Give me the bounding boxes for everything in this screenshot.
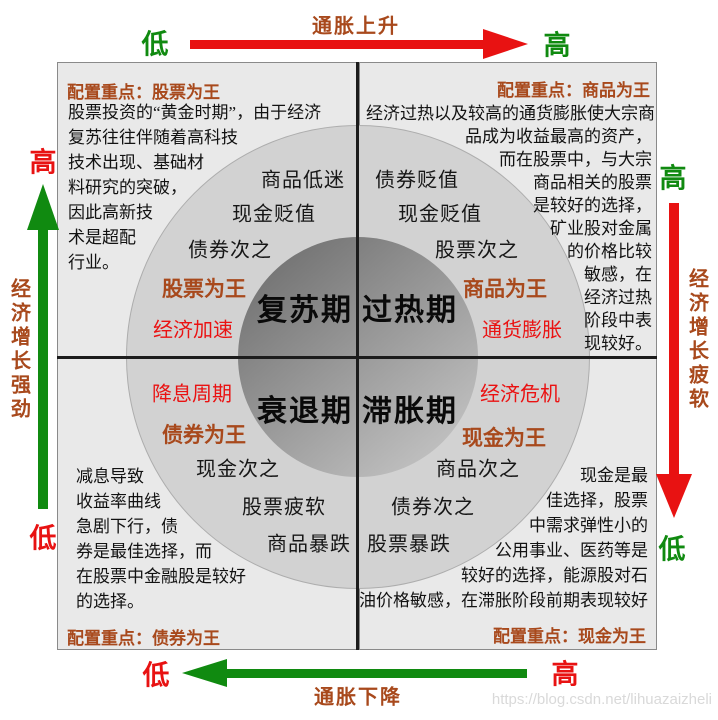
top-axis-high-label: 高: [543, 30, 571, 61]
ring-asset: 债券次之: [188, 239, 272, 262]
right-arrow-head-down-icon: [656, 474, 692, 518]
bottom-axis-caption: 通胀下降: [314, 686, 402, 709]
para-line: 复苏往往伴随着高科技: [68, 128, 238, 147]
para-line: 中需求弹性小的: [529, 516, 648, 535]
watermark-url: https://blog.csdn.net/lihuazaizheli: [491, 691, 712, 708]
heading-commodities-king: 配置重点：商品为王: [497, 81, 650, 100]
para-line: 收益率曲线: [76, 492, 161, 511]
para-line: 技术出现、基础材: [68, 153, 204, 172]
king-asset-label: 股票为王: [162, 278, 246, 301]
right-axis-caption: 经济增长疲软: [685, 268, 708, 412]
para-line: 现金是最: [580, 466, 648, 485]
para-line: 在股票中金融股是较好: [76, 567, 246, 586]
para-line: 经济过热以及较高的通货膨胀使大宗商: [366, 104, 655, 123]
heading-cash-king: 配置重点：现金为王: [493, 627, 646, 646]
king-asset-label: 商品为王: [463, 278, 547, 301]
para-line: 品成为收益最高的资产，: [465, 127, 652, 146]
ring-asset: 股票次之: [435, 239, 519, 262]
para-line: 阶段中表: [584, 311, 652, 330]
bottom-axis-low-label: 低: [142, 660, 170, 691]
ring-asset: 商品暴跌: [267, 533, 351, 556]
para-line: 佳选择，股票: [546, 491, 648, 510]
driver-label: 经济危机: [480, 383, 560, 406]
king-asset-label: 现金为王: [462, 427, 546, 450]
driver-label: 降息周期: [152, 383, 232, 406]
para-line: 券是最佳选择，而: [76, 542, 212, 561]
ring-asset: 商品次之: [436, 458, 520, 481]
right-axis-low-label: 低: [658, 534, 686, 565]
para-line: 的选择。: [76, 592, 144, 611]
para-line: 因此高新技: [68, 203, 153, 222]
phase-recession: 衰退期: [257, 395, 353, 428]
phase-stagflation: 滞胀期: [362, 395, 458, 428]
driver-label: 通货膨胀: [482, 319, 562, 342]
para-line: 现较好。: [584, 334, 652, 353]
bottom-axis-high-label: 高: [551, 659, 579, 690]
bottom-arrow-shaft: [227, 669, 527, 678]
top-arrow-head-right-icon: [483, 29, 528, 59]
phase-overheat: 过热期: [362, 294, 458, 327]
para-line: 矿业股对金属: [550, 219, 652, 238]
para-line: 是较好的选择，: [533, 196, 652, 215]
bottom-arrow-head-left-icon: [182, 659, 227, 687]
ring-asset: 债券贬值: [375, 169, 459, 192]
ring-asset: 商品低迷: [261, 169, 345, 192]
top-axis-caption: 通胀上升: [312, 15, 400, 38]
ring-asset: 股票疲软: [242, 496, 326, 519]
top-axis-low-label: 低: [141, 29, 169, 60]
left-axis-caption: 经济增长强劲: [7, 278, 30, 422]
king-asset-label: 债券为王: [162, 424, 246, 447]
para-line: 经济过热: [584, 288, 652, 307]
ring-asset: 债券次之: [391, 496, 475, 519]
left-axis-high-label: 高: [29, 147, 57, 178]
ring-asset: 现金贬值: [398, 203, 482, 226]
para-line: 敏感，在: [584, 265, 652, 284]
para-line: 商品相关的股票: [533, 173, 652, 192]
horizontal-divider-line: [57, 356, 657, 359]
right-axis-high-label: 高: [659, 163, 687, 194]
left-arrow-head-up-icon: [27, 184, 59, 230]
ring-asset: 现金次之: [196, 458, 280, 481]
phase-recovery: 复苏期: [257, 294, 353, 327]
para-line: 减息导致: [76, 467, 144, 486]
para-line: 急剧下行，债: [76, 517, 178, 536]
driver-label: 经济加速: [153, 319, 233, 342]
para-line: 术是超配: [68, 228, 136, 247]
para-line: 公用事业、医药等是: [495, 541, 648, 560]
ring-asset: 现金贬值: [232, 203, 316, 226]
heading-bonds-king: 配置重点：债券为王: [67, 629, 220, 648]
right-arrow-shaft: [669, 203, 679, 475]
top-arrow-shaft: [190, 40, 485, 49]
left-arrow-shaft: [38, 229, 48, 509]
para-line: 而在股票中，与大宗: [499, 150, 652, 169]
para-line: 料研究的突破，: [68, 178, 187, 197]
para-line: 股票投资的“黄金时期”，由于经济: [68, 103, 322, 122]
para-line: 的价格比较: [567, 242, 652, 261]
left-axis-low-label: 低: [29, 523, 57, 554]
para-line: 行业。: [68, 253, 119, 272]
ring-asset: 股票暴跌: [367, 533, 451, 556]
para-line: 油价格敏感，在滞胀阶段前期表现较好: [359, 591, 648, 610]
heading-stocks-king: 配置重点：股票为王: [67, 83, 220, 102]
para-line: 较好的选择，能源股对石: [461, 566, 648, 585]
